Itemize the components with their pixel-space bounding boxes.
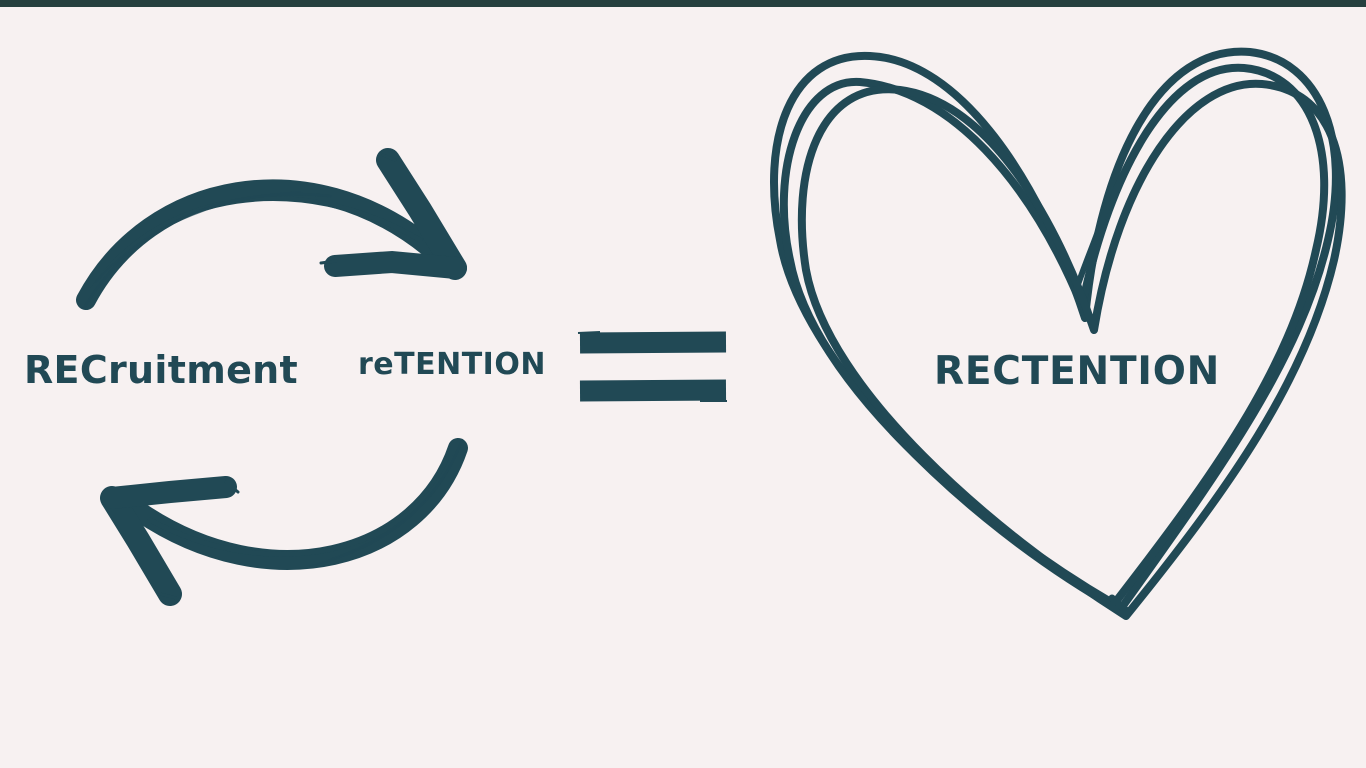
recruitment-label: RECruitment <box>24 348 298 392</box>
equals-sign-icon <box>577 331 727 402</box>
rectention-label: RECTENTION <box>934 349 1221 394</box>
top-cycle-arrow-icon <box>76 148 467 310</box>
retention-label: reTENTION <box>358 347 546 382</box>
heart-icon <box>770 47 1346 620</box>
top-border-bar <box>0 0 1366 7</box>
bottom-cycle-arrow-icon <box>100 438 468 606</box>
